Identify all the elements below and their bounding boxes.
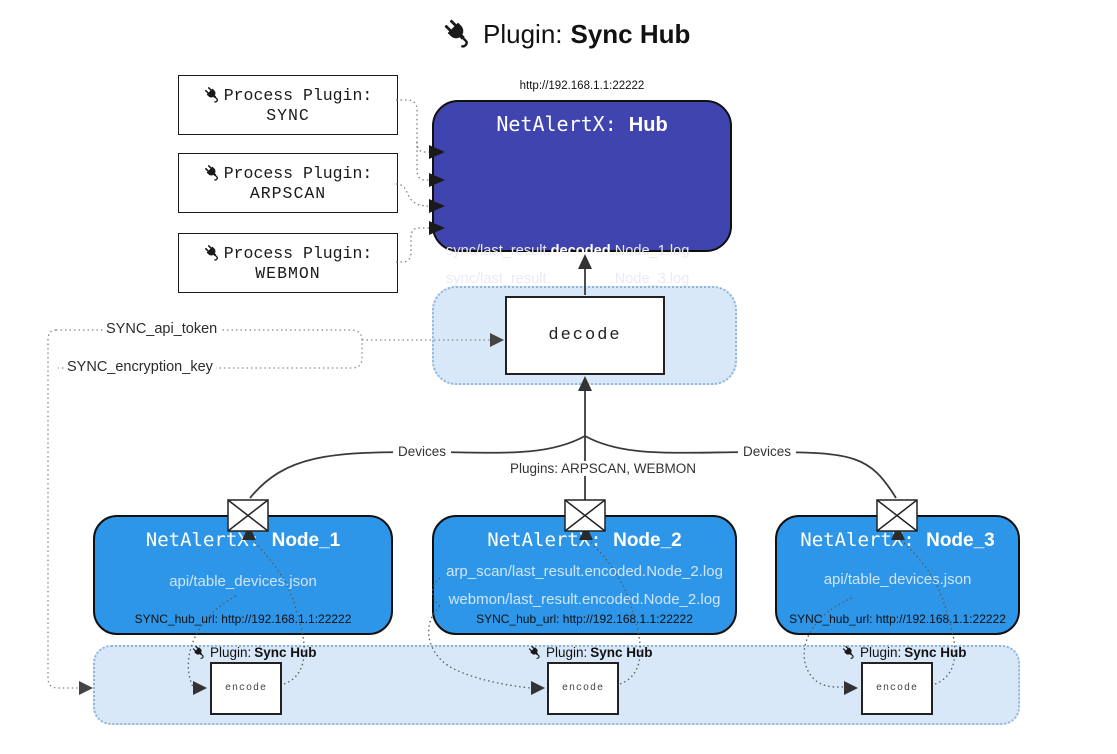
plug-icon: [528, 645, 543, 660]
node-box-node3: NetAlertX: Node_3 api/table_devices.json…: [775, 515, 1020, 635]
process-plugin-label: Process Plugin:: [223, 163, 373, 183]
node-file: arp_scan/last_result.encoded.Node_2.log: [446, 563, 723, 580]
process-plugin-box-sync: Process Plugin: SYNC: [178, 75, 398, 135]
node-file: api/table_devices.json: [823, 571, 972, 588]
hub-title-prefix: NetAlertX:: [496, 112, 629, 136]
process-plugin-name: SYNC: [266, 105, 310, 125]
process-plugin-box-webmon: Process Plugin: WEBMON: [178, 233, 398, 293]
node-box-node1: NetAlertX: Node_1 api/table_devices.json…: [93, 515, 393, 635]
encode-plugin-label: Plugin: Sync Hub: [842, 645, 967, 660]
process-plugin-label: Process Plugin:: [223, 85, 373, 105]
plug-icon: [204, 164, 222, 182]
encode-label: encode: [875, 683, 918, 694]
node-file: api/table_devices.json: [169, 573, 317, 590]
node-box-node2: NetAlertX: Node_2 arp_scan/last_result.e…: [432, 515, 737, 635]
node-title: NetAlertX: Node_2: [487, 529, 682, 551]
hub-box: NetAlertX: Hub sync/last_result.decoded.…: [432, 100, 732, 335]
page-title-bold: Sync Hub: [570, 18, 691, 49]
process-plugin-name: WEBMON: [255, 263, 321, 283]
devices-label-right: Devices: [738, 444, 797, 459]
node-hub-url: SYNC_hub_url: http://192.168.1.1:22222: [134, 612, 352, 626]
process-plugin-label: Process Plugin:: [223, 243, 373, 263]
node-hub-url: SYNC_hub_url: http://192.168.1.1:22222: [789, 612, 1006, 626]
encode-label: encode: [561, 683, 604, 694]
decode-label: decode: [548, 326, 622, 345]
encode-plugin-label: Plugin: Sync Hub: [528, 645, 653, 660]
sync-encryption-key-label: SYNC_encryption_key: [64, 359, 216, 375]
devices-label-left: Devices: [393, 444, 452, 459]
hub-title-bold: Hub: [628, 114, 668, 136]
encode-box: encode: [547, 662, 619, 715]
hub-log-line: sync/last_result.decoded.Node_1.log: [446, 243, 690, 259]
encode-plugin-label: Plugin: Sync Hub: [192, 645, 317, 660]
plugins-mid-label: Plugins: ARPSCAN, WEBMON: [505, 461, 702, 476]
node-hub-url: SYNC_hub_url: http://192.168.1.1:22222: [476, 612, 693, 626]
plug-icon: [443, 18, 475, 50]
encode-box: encode: [861, 662, 933, 715]
decode-box: decode: [505, 296, 665, 375]
process-to-hub-connectors: [395, 99, 429, 263]
band-inlet-arrow-icon: [79, 681, 93, 695]
encode-box: encode: [210, 662, 282, 715]
encode-label: encode: [224, 683, 267, 694]
plug-icon: [842, 645, 857, 660]
node-title: NetAlertX: Node_1: [145, 529, 341, 551]
node-fan-lines: [249, 390, 897, 500]
hub-url-label: http://192.168.1.1:22222: [519, 80, 645, 92]
node-title: NetAlertX: Node_3: [800, 529, 995, 551]
hub-log-line: sync/last_result.decoded.Node_3.log: [446, 271, 690, 287]
sync-api-token-label: SYNC_api_token: [103, 321, 221, 337]
plug-icon: [192, 645, 207, 660]
plug-icon: [204, 244, 222, 262]
process-plugin-box-arpscan: Process Plugin: ARPSCAN: [178, 153, 398, 213]
hub-title: NetAlertX: Hub: [434, 112, 730, 137]
plug-icon: [204, 86, 222, 104]
page-title: Plugin: Sync Hub: [443, 18, 690, 50]
page-title-prefix: Plugin:: [483, 18, 563, 49]
node-file: webmon/last_result.encoded.Node_2.log: [448, 591, 721, 608]
process-plugin-name: ARPSCAN: [249, 183, 327, 203]
